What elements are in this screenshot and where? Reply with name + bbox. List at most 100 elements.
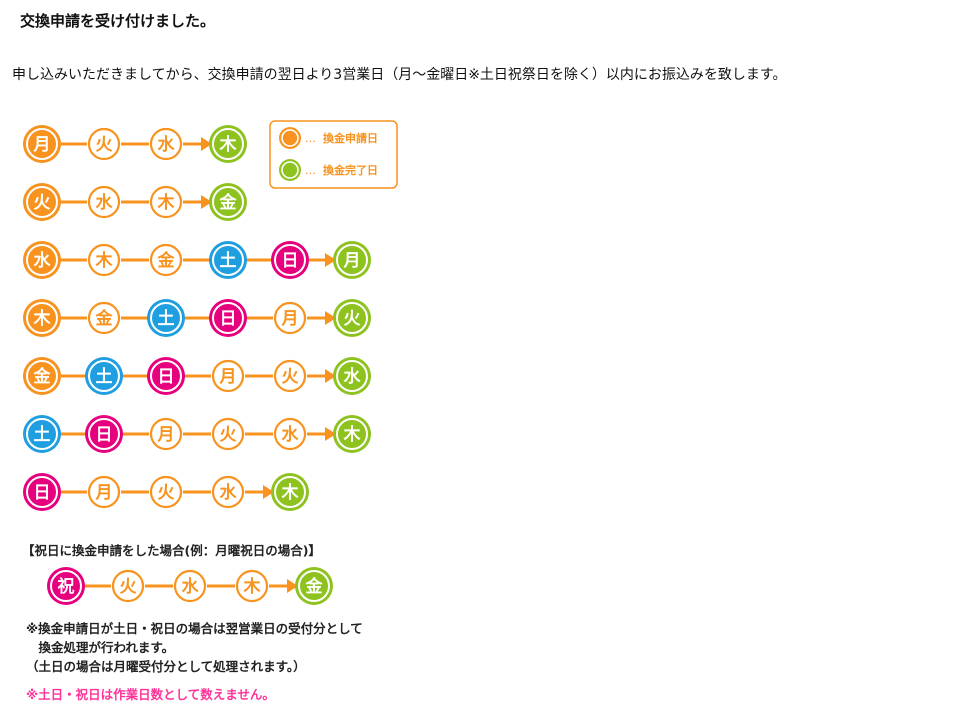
day-circle-ring — [150, 302, 182, 334]
arrow-icon — [201, 137, 212, 151]
day-circle-outer — [149, 127, 183, 161]
day-circle-outer — [173, 569, 207, 603]
day-label: 月 — [33, 135, 51, 155]
day-circle-outer — [149, 185, 183, 219]
day-circle-outer — [23, 125, 61, 163]
day-label: 水 — [34, 250, 52, 271]
day-circle-ring — [26, 476, 58, 508]
day-circle-outer — [271, 473, 309, 511]
day-circle-outer — [147, 299, 185, 337]
day-circle-outer — [23, 299, 61, 337]
day-circle-apply: 木 — [23, 299, 61, 337]
schedule-row-4: 木金土日月火 — [23, 299, 371, 337]
lead-text: 申し込みいただきましてから、交換申請の翌日より3営業日（月～金曜日※土日祝祭日を… — [12, 67, 787, 83]
day-label: 日 — [158, 367, 175, 387]
day-circle-sun: 日 — [271, 241, 309, 279]
schedule-row-1: 月火水木 — [23, 125, 247, 163]
day-circle-ring — [150, 360, 182, 392]
day-circle-ring — [336, 302, 368, 334]
schedule-row-3: 水木金土日月 — [23, 241, 371, 279]
day-circle-outer — [149, 475, 183, 509]
day-label: 水 — [182, 576, 200, 597]
day-circle-ring — [26, 302, 58, 334]
day-circle-outer — [23, 357, 61, 395]
day-label: 土 — [96, 366, 113, 387]
day-label: 日 — [282, 251, 299, 271]
day-circle-outer — [333, 357, 371, 395]
day-circle-complete: 水 — [333, 357, 371, 395]
day-circle-outer — [211, 475, 245, 509]
day-circle-outer — [295, 567, 333, 605]
day-label: 月 — [281, 309, 299, 329]
day-circle-wd: 月 — [211, 359, 245, 393]
day-circle-outer — [87, 185, 121, 219]
day-circle-apply: 金 — [23, 357, 61, 395]
day-label: 金 — [305, 576, 324, 597]
legend-box — [269, 120, 398, 189]
day-label: 土 — [34, 424, 51, 445]
day-circle-sat: 土 — [23, 415, 61, 453]
day-circle-outer — [23, 473, 61, 511]
schedule-row-2: 火水木金 — [23, 183, 247, 221]
note-line-3: （土日の場合は月曜受付分として処理されます。） — [26, 659, 306, 674]
day-label: 金 — [157, 250, 176, 271]
day-label: 火 — [34, 193, 52, 213]
day-circle-complete: 木 — [209, 125, 247, 163]
arrow-icon — [325, 369, 336, 383]
day-circle-ring — [336, 360, 368, 392]
day-circle-outer — [85, 357, 123, 395]
day-circle-ring — [274, 476, 306, 508]
day-circle-apply: 月 — [23, 125, 61, 163]
day-circle-apply: 火 — [23, 183, 61, 221]
day-circle-sun: 祝 — [47, 567, 85, 605]
note-line-2: 換金処理が行われます。 — [26, 640, 175, 655]
confirmation-heading: 交換申請を受け付けました。 — [20, 12, 216, 30]
day-circle-wd: 金 — [149, 243, 183, 277]
legend-label-complete: 換金完了日 — [323, 163, 378, 177]
day-circle-ring — [26, 186, 58, 218]
day-label: 火 — [96, 135, 114, 155]
day-label: 火 — [158, 483, 176, 503]
day-circle-ring — [26, 418, 58, 450]
day-circle-outer — [23, 241, 61, 279]
arrow-icon — [325, 427, 336, 441]
day-circle-wd: 水 — [211, 475, 245, 509]
day-label: 木 — [219, 134, 238, 155]
day-circle-ring — [274, 244, 306, 276]
day-circle-outer — [211, 359, 245, 393]
day-label: 水 — [282, 424, 300, 445]
day-label: 水 — [96, 192, 114, 213]
day-circle-wd: 水 — [149, 127, 183, 161]
day-circle-sat: 土 — [209, 241, 247, 279]
day-circle-apply: 水 — [23, 241, 61, 279]
day-label: 火 — [344, 309, 362, 329]
day-circle-wd: 火 — [111, 569, 145, 603]
day-circle-outer — [87, 127, 121, 161]
day-circle-wd: 火 — [87, 127, 121, 161]
day-label: 金 — [219, 192, 238, 213]
arrow-icon — [287, 579, 298, 593]
day-circle-outer — [111, 569, 145, 603]
day-label: 火 — [120, 577, 138, 597]
day-circle-outer — [147, 357, 185, 395]
day-circle-complete: 木 — [333, 415, 371, 453]
arrow-icon — [325, 253, 336, 267]
day-label: 水 — [220, 482, 238, 503]
schedule-row-5: 金 土 日 月火水 — [23, 357, 371, 395]
legend-dots: … — [305, 132, 316, 145]
day-circle-ring — [298, 570, 330, 602]
day-circle-outer — [211, 417, 245, 451]
day-circle-ring — [336, 244, 368, 276]
day-circle-complete: 月 — [333, 241, 371, 279]
pink-note: ※土日・祝日は作業日数として数えません。 — [26, 687, 275, 702]
day-circle-outer — [235, 569, 269, 603]
day-circle-wd: 火 — [273, 359, 307, 393]
day-label: 木 — [343, 424, 362, 445]
day-circle-wd: 木 — [87, 243, 121, 277]
day-label: 土 — [220, 250, 237, 271]
day-circle-wd: 月 — [273, 301, 307, 335]
day-circle-wd: 木 — [149, 185, 183, 219]
day-circle-outer — [149, 243, 183, 277]
day-circle-outer — [87, 243, 121, 277]
legend: …換金申請日…換金完了日 — [269, 120, 398, 189]
